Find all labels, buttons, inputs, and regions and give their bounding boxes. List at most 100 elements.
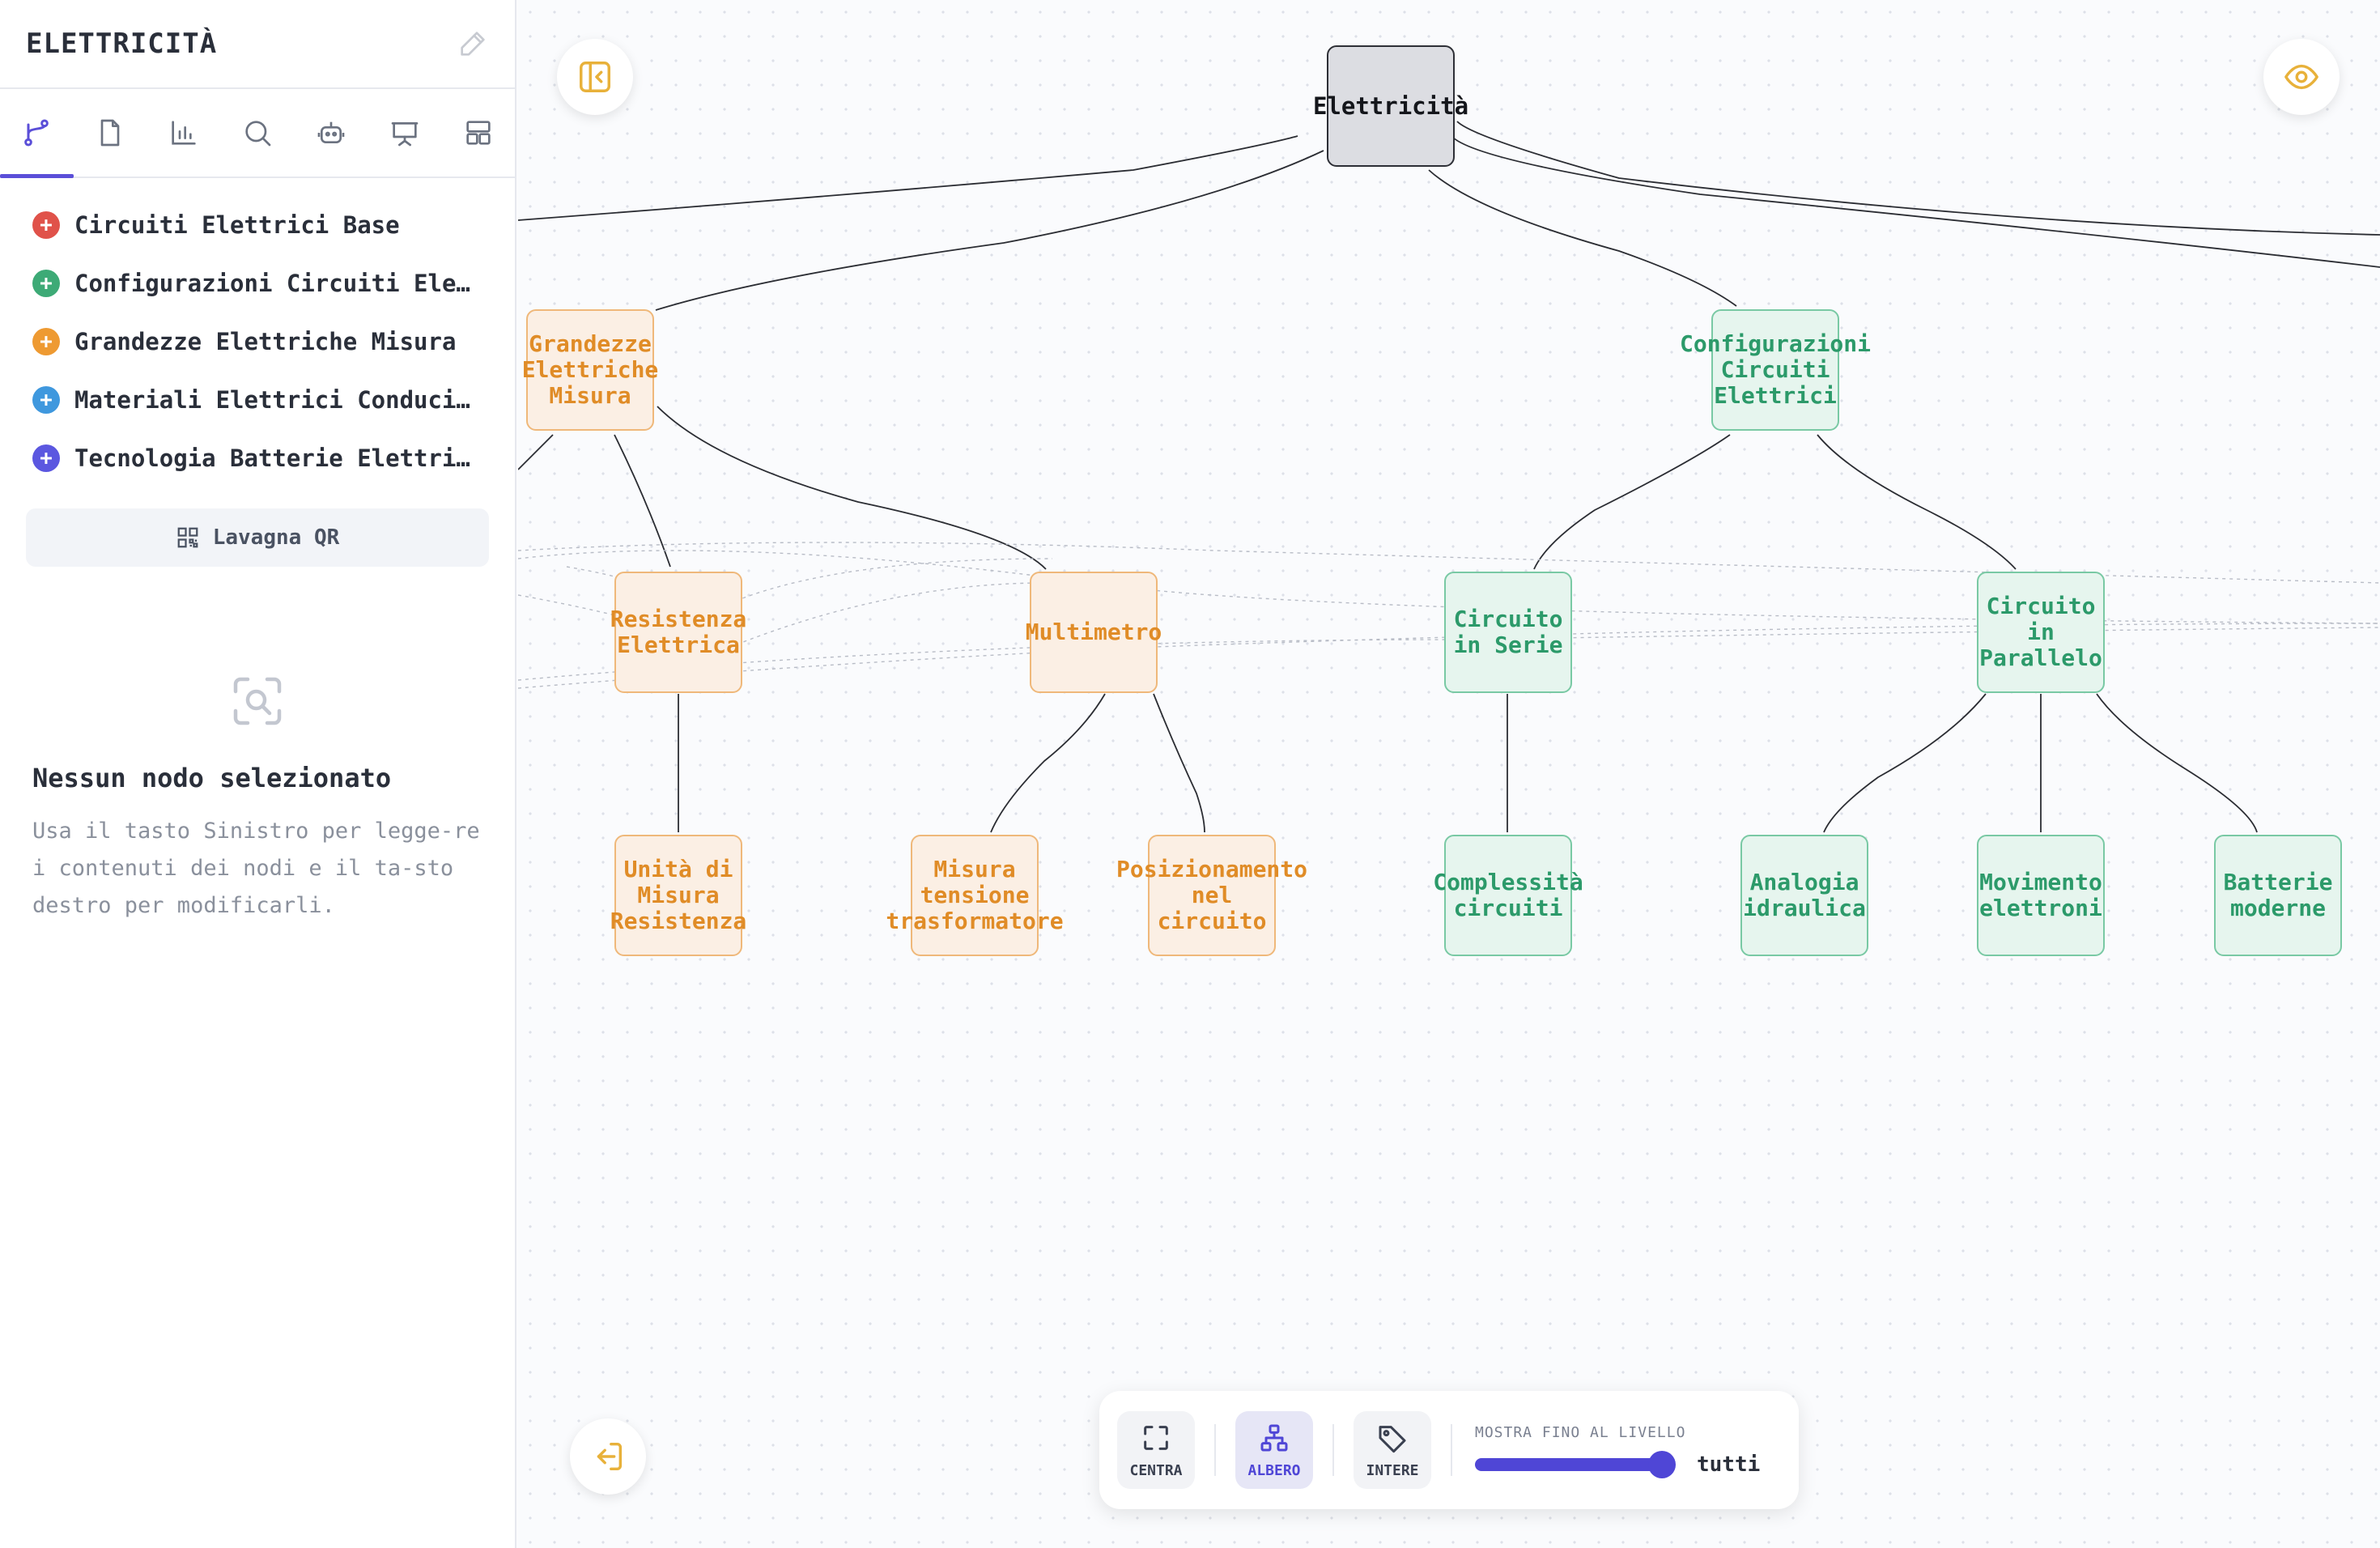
tab-document[interactable] [74, 89, 147, 176]
fullscreen-icon [1144, 1425, 1168, 1450]
edge [1456, 121, 2380, 236]
tag-icon [1379, 1425, 1406, 1452]
toggle-sidebar-button[interactable] [557, 39, 633, 115]
labels-label: INTERE [1366, 1461, 1419, 1479]
topic-item[interactable]: + Grandezze Elettriche Misura [0, 313, 515, 371]
plus-icon: + [32, 444, 60, 472]
panel-collapse-icon [580, 62, 610, 92]
node-grandezze-elettriche-misura[interactable]: Grandezze Elettriche Misura [522, 309, 658, 431]
node-circuito-in-parallelo[interactable]: Circuito in Parallelo [1977, 572, 2105, 693]
edge [1428, 169, 1737, 307]
edge [657, 406, 1047, 570]
robot-icon [317, 121, 345, 143]
dashed-edge [518, 627, 2380, 681]
level-slider[interactable] [1475, 1450, 1676, 1478]
edge [1823, 693, 1987, 833]
edge [1153, 693, 1205, 833]
map-title: ELETTRICITÀ [26, 28, 218, 60]
node-multimetro[interactable]: Multimetro [1026, 572, 1162, 693]
edge [655, 150, 1324, 311]
presentation-icon [391, 122, 419, 147]
level-slider-thumb[interactable] [1648, 1450, 1676, 1478]
center-label: CENTRA [1129, 1461, 1183, 1479]
sidebar: ELETTRICITÀ [0, 0, 516, 1548]
toolbar-divider [1332, 1424, 1334, 1476]
topic-item[interactable]: + Configurazioni Circuiti Elet… [0, 254, 515, 313]
graph-edges [518, 121, 2380, 833]
toolbar-divider [1451, 1424, 1452, 1476]
tab-stats[interactable] [147, 89, 221, 176]
qr-button-label: Lavagna QR [212, 525, 340, 550]
tree-label: ALBERO [1247, 1461, 1301, 1479]
empty-state: Nessun nodo selezionato Usa il tasto Sin… [0, 672, 515, 925]
plus-icon: + [32, 328, 60, 355]
qr-board-button[interactable]: Lavagna QR [26, 508, 489, 567]
node-analogia-idraulica[interactable]: Analogia idraulica [1740, 835, 1868, 956]
empty-title: Nessun nodo selezionato [32, 763, 392, 793]
plus-icon: + [32, 270, 60, 297]
mindmap-canvas[interactable]: Elettricità Grandezze Elettriche Misura … [518, 0, 2380, 1548]
topic-item[interactable]: + Materiali Elettrici Conducib… [0, 371, 515, 429]
node-configurazioni-circuiti-elettrici[interactable]: Configurazioni Circuiti Elettrici [1680, 309, 1871, 431]
scan-search-icon [233, 677, 282, 725]
edge [1533, 434, 1731, 570]
empty-description: Usa il tasto Sinistro per legge-re i con… [32, 819, 480, 918]
exit-button[interactable] [570, 1418, 646, 1495]
tab-tree[interactable] [0, 89, 74, 178]
topic-label: Circuiti Elettrici Base [74, 211, 400, 239]
branch-icon [24, 119, 49, 147]
edge [518, 434, 554, 470]
node-resistenza-elettrica[interactable]: Resistenza Elettrica [610, 572, 746, 693]
search-icon [245, 121, 271, 147]
layout-icon [465, 121, 491, 145]
edit-pencil-icon[interactable] [457, 28, 489, 60]
tab-layout[interactable] [441, 89, 515, 176]
topic-item[interactable]: + Circuiti Elettrici Base [0, 196, 515, 254]
edge [1817, 434, 2017, 570]
edge [614, 434, 671, 568]
exit-icon [597, 1442, 623, 1471]
edge [2096, 693, 2258, 833]
edge [990, 693, 1106, 833]
visibility-button[interactable] [2263, 39, 2340, 115]
qr-code-icon [177, 527, 198, 548]
plus-icon: + [32, 386, 60, 414]
tab-search[interactable] [221, 89, 295, 176]
level-label: MOSTRA FINO AL LIVELLO [1475, 1423, 1686, 1441]
edge [518, 135, 1298, 221]
node-complessita-circuiti[interactable]: Complessità circuiti [1433, 835, 1583, 956]
hierarchy-icon [1260, 1424, 1288, 1451]
node-root[interactable]: Elettricità [1313, 45, 1468, 167]
sidebar-header: ELETTRICITÀ [0, 0, 515, 89]
topic-label: Materiali Elettrici Conducib… [74, 386, 482, 414]
node-movimento-elettroni[interactable]: Movimento elettroni [1977, 835, 2105, 956]
dashed-edge [518, 582, 1045, 649]
topic-item[interactable]: + Tecnologia Batterie Elettric… [0, 429, 515, 487]
tree-button[interactable]: ALBERO [1235, 1411, 1313, 1489]
node-circuito-in-serie[interactable]: Circuito in Serie [1444, 572, 1572, 693]
center-button[interactable]: CENTRA [1117, 1411, 1195, 1489]
node-batterie-moderne[interactable]: Batterie moderne [2214, 835, 2342, 956]
node-misura-tensione-trasformatore[interactable]: Misura tensione trasformatore [886, 835, 1064, 956]
edge [1452, 137, 2380, 268]
labels-button[interactable]: INTERE [1354, 1411, 1431, 1489]
tab-presentation[interactable] [368, 89, 441, 176]
tab-assistant[interactable] [294, 89, 368, 176]
plus-icon: + [32, 211, 60, 239]
node-unita-misura-resistenza[interactable]: Unità di Misura Resistenza [610, 835, 746, 956]
toolbar-divider [1214, 1424, 1216, 1476]
node-posizionamento-nel-circuito[interactable]: Posizionamento nel circuito [1116, 835, 1307, 956]
level-value: tutti [1697, 1452, 1761, 1477]
dashed-edge [566, 558, 1053, 616]
topic-label: Grandezze Elettriche Misura [74, 328, 457, 355]
eye-icon [2284, 64, 2318, 90]
topic-label: Configurazioni Circuiti Elet… [74, 270, 482, 297]
bar-chart-icon [172, 121, 196, 145]
level-row: tutti [1475, 1450, 1761, 1478]
document-icon [100, 119, 120, 147]
topic-list: + Circuiti Elettrici Base + Configurazio… [0, 178, 515, 487]
sidebar-tabs [0, 89, 515, 178]
dashed-edge [518, 550, 2380, 624]
view-toolbar: CENTRA ALBERO INTERE MOSTRA FINO AL LIVE… [1099, 1391, 1799, 1509]
topic-label: Tecnologia Batterie Elettric… [74, 444, 482, 472]
